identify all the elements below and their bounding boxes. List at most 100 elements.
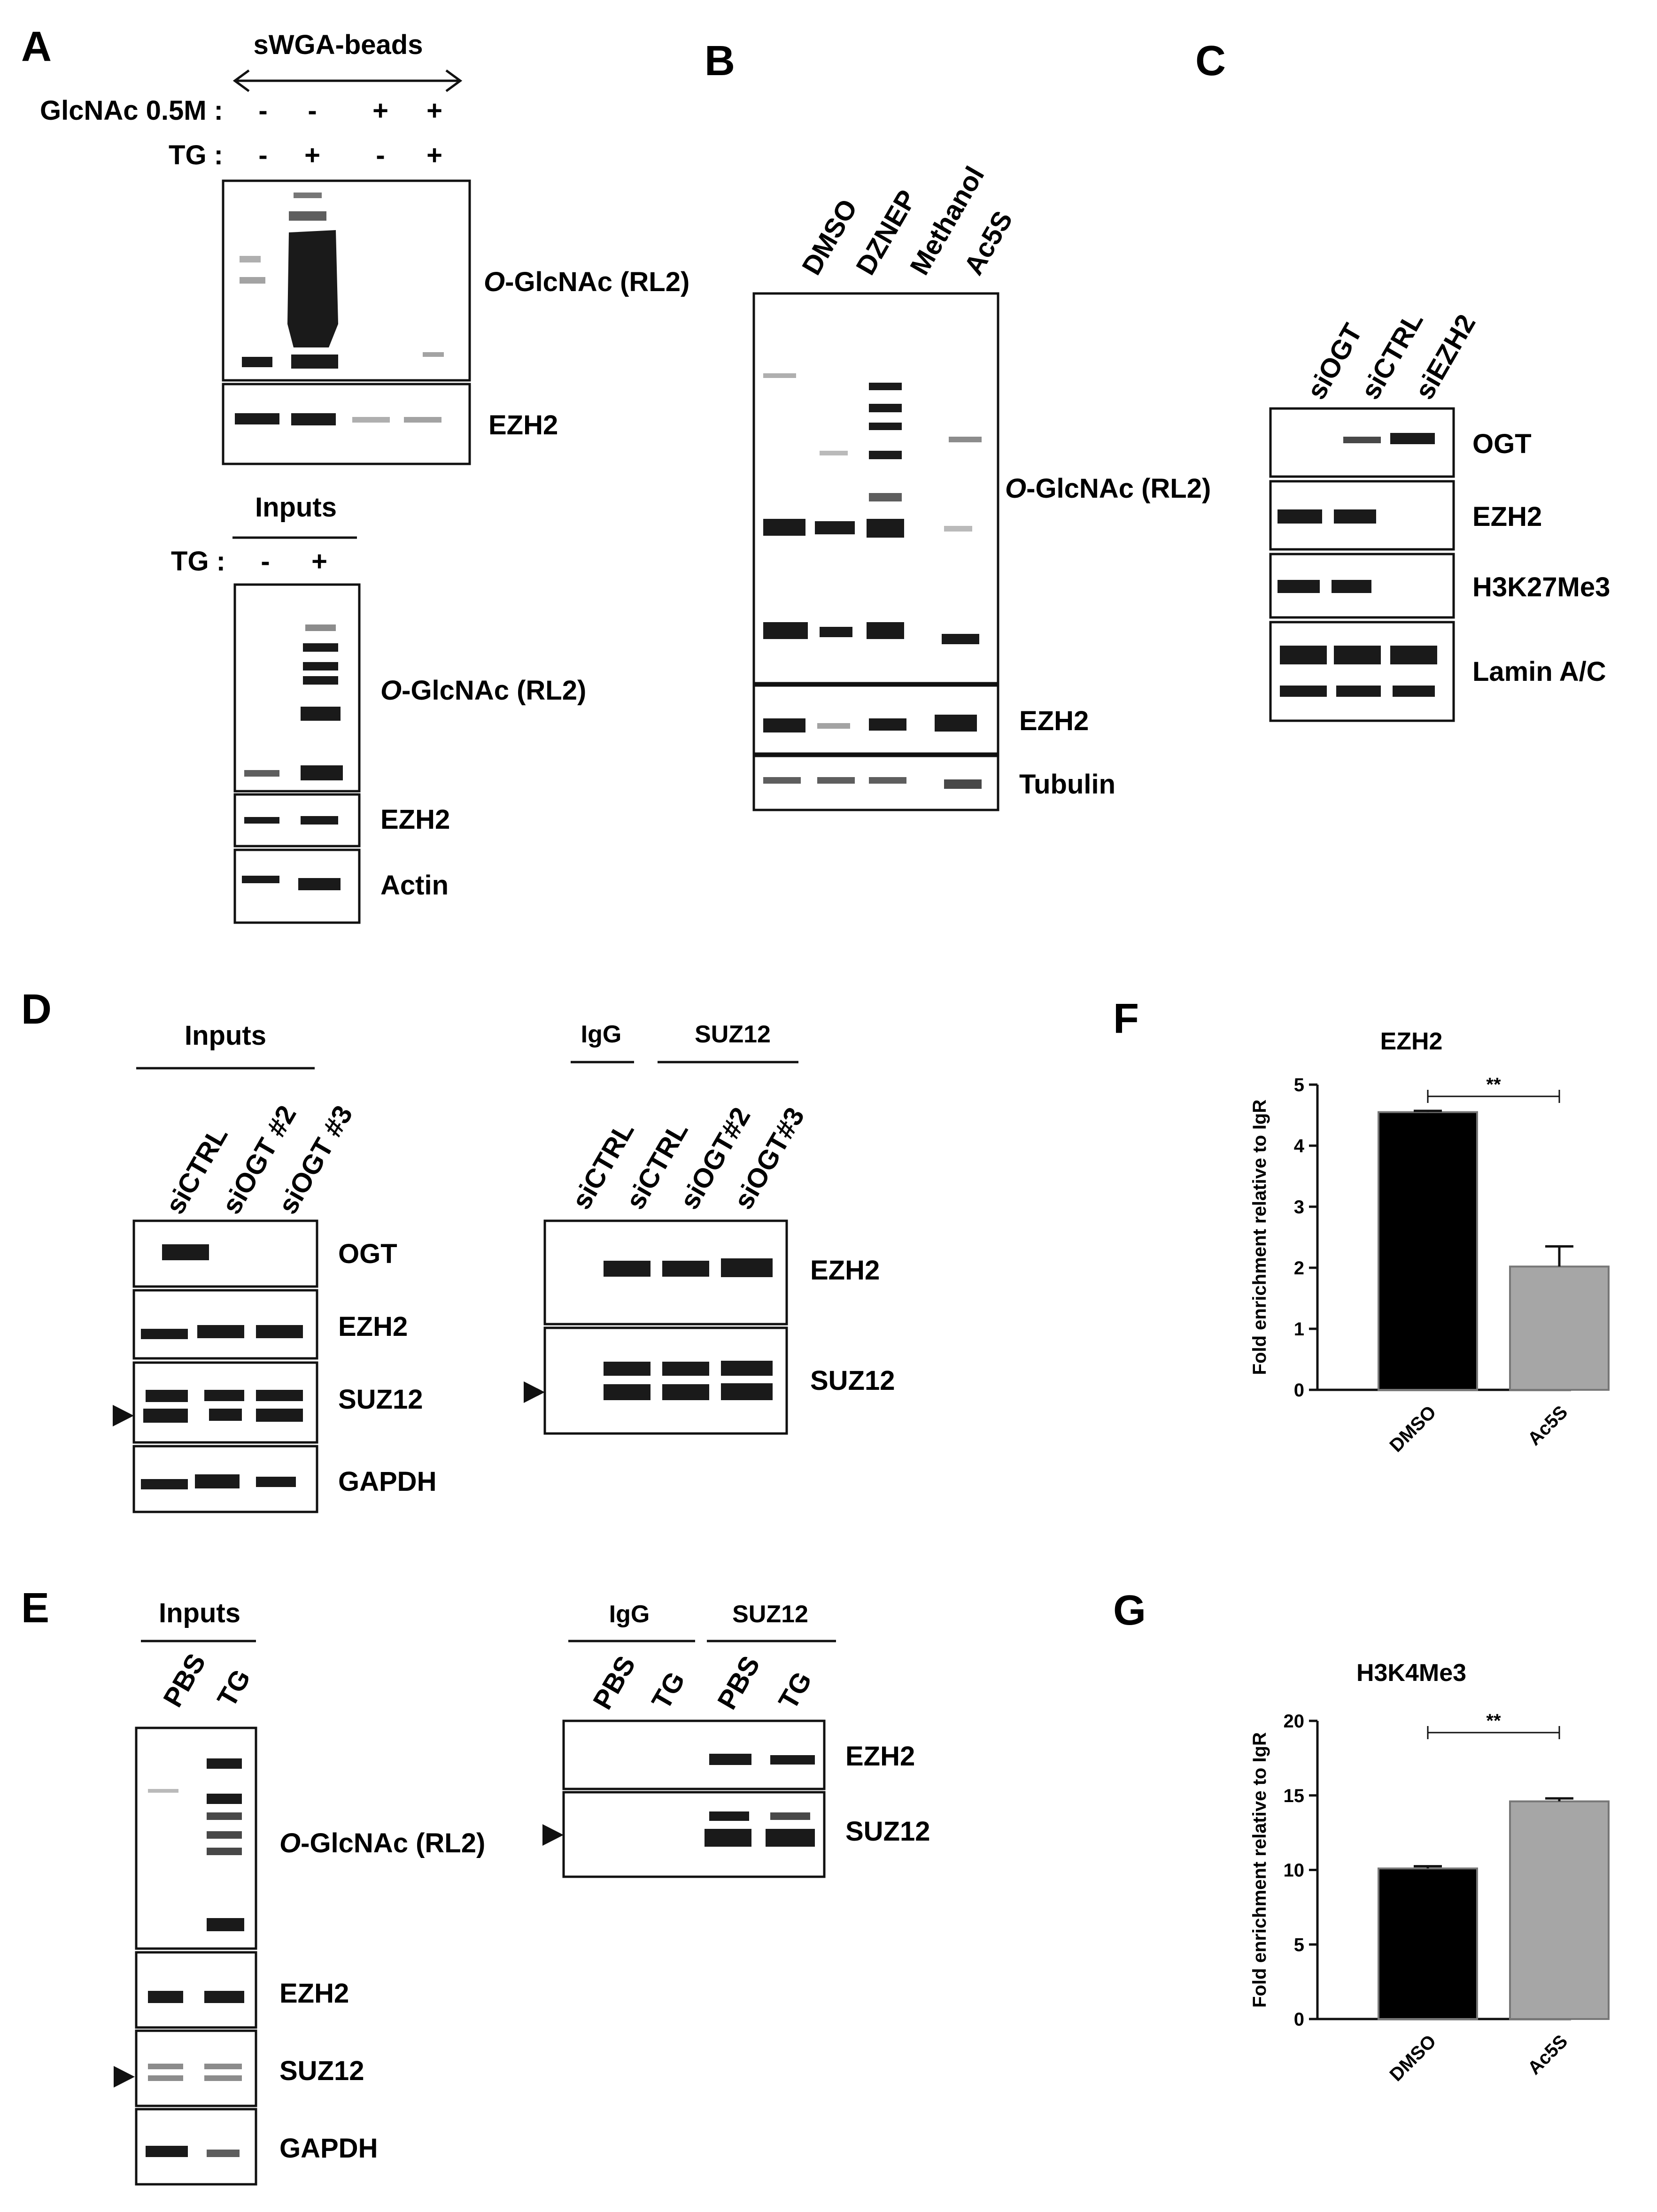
bar [1378, 1111, 1478, 1391]
glcnac-sign: + [372, 95, 388, 126]
blot-d-suz12 [132, 1361, 318, 1444]
label-d-ip-ezh2: EZH2 [810, 1255, 880, 1286]
y-tick-label: 1 [1294, 1319, 1304, 1340]
panel-label-f: F [1113, 995, 1139, 1042]
x-tick-label: DMSO [1386, 2031, 1440, 2085]
label-d-ezh2: EZH2 [338, 1311, 408, 1342]
label-b-ogl: O-GlcNAc (RL2) [1005, 473, 1211, 504]
blot-d-gapdh [132, 1445, 318, 1513]
chart-title: EZH2 [1380, 1028, 1443, 1055]
tg-sign: - [376, 140, 385, 170]
lane-label-e-ip: TG [646, 1666, 691, 1714]
blot-c-ezh2 [1269, 480, 1455, 551]
blot-d-ogt [132, 1219, 318, 1288]
ip-header-igg-e: IgG [609, 1601, 650, 1628]
panel-label-a: A [21, 23, 52, 70]
tg-sign: + [426, 140, 442, 170]
panel-label-e: E [21, 1585, 49, 1632]
glcnac-sign: - [258, 95, 267, 126]
blot-d-ip-suz12 [543, 1326, 788, 1435]
y-tick-label: 3 [1294, 1197, 1304, 1218]
label-a-inputs-actin: Actin [380, 870, 449, 901]
panel-label-c: C [1195, 38, 1226, 85]
inputs-tg-sign: - [261, 546, 270, 577]
label-e-suz12: SUZ12 [279, 2056, 364, 2086]
blot-e-ezh2 [135, 1951, 257, 2029]
glcnac-sign: + [426, 95, 442, 126]
blot-e-ip-ezh2 [562, 1719, 826, 1790]
label-d-suz12: SUZ12 [338, 1384, 423, 1415]
label-c-lamin: Lamin A/C [1472, 656, 1606, 687]
y-tick-label: 2 [1294, 1258, 1304, 1279]
blot-e-suz12 [135, 2029, 257, 2107]
ip-header-suz12-d: SUZ12 [695, 1021, 771, 1048]
label-e-ezh2: EZH2 [279, 1978, 349, 2009]
y-tick-label: 5 [1294, 1075, 1304, 1095]
panel-label-d: D [21, 986, 52, 1033]
label-e-gapdh: GAPDH [279, 2133, 378, 2164]
blot-b-ezh2 [752, 684, 999, 755]
lane-label-b: Ac5S [958, 206, 1019, 280]
blot-b-tubulin [752, 755, 999, 811]
blot-a-inputs-ogl [233, 583, 361, 793]
label-d-ogt: OGT [338, 1239, 397, 1269]
blot-c-h3k27me3 [1269, 553, 1455, 619]
blot-a-ezh2 [222, 383, 471, 465]
y-axis-label: Fold enrichment relative to IgR [1249, 1100, 1270, 1375]
beads-span-arrow [232, 69, 463, 92]
beads-label: sWGA-beads [254, 30, 423, 60]
y-tick-label: 0 [1294, 1380, 1304, 1401]
blot-c-ogt [1269, 407, 1455, 478]
lane-label-e: PBS [157, 1649, 212, 1712]
label-b-ezh2: EZH2 [1019, 706, 1089, 736]
y-tick-label: 10 [1284, 1860, 1305, 1881]
ip-header-igg-d: IgG [581, 1021, 622, 1048]
label-e-ip-suz12: SUZ12 [845, 1816, 930, 1847]
blot-e-ogl [135, 1726, 257, 1950]
lane-label-e-ip: TG [773, 1666, 818, 1714]
significance-label: ** [1486, 1711, 1501, 1731]
inputs-tg-sign: + [311, 546, 327, 577]
y-tick-label: 0 [1294, 2009, 1304, 2030]
inputs-tg-label: TG : [171, 546, 225, 577]
y-tick-label: 5 [1294, 1935, 1304, 1955]
bar [1378, 1867, 1478, 2020]
y-tick-label: 15 [1284, 1786, 1305, 1806]
lane-label-e: TG [211, 1664, 257, 1712]
bar [1509, 1800, 1610, 2020]
label-a-ezh2: EZH2 [488, 410, 558, 440]
blot-d-ezh2 [132, 1289, 318, 1360]
label-a-ogl: O-GlcNAc (RL2) [484, 267, 689, 297]
arrowhead-marker [524, 1381, 545, 1403]
ip-header-suz12-e: SUZ12 [732, 1601, 808, 1628]
label-c-ogt: OGT [1472, 429, 1532, 459]
label-e-ip-ezh2: EZH2 [845, 1741, 915, 1772]
y-tick-label: 4 [1294, 1136, 1305, 1156]
tg-sign: - [258, 140, 267, 170]
tg-sign: + [304, 140, 320, 170]
inputs-header-a: Inputs [255, 492, 337, 523]
panel-label-b: B [705, 38, 735, 85]
x-tick-label: Ac5S [1524, 2031, 1572, 2079]
lane-label-e-ip: PBS [712, 1651, 766, 1715]
bar [1509, 1265, 1610, 1391]
arrowhead-marker [542, 1824, 564, 1846]
label-e-ogl: O-GlcNAc (RL2) [279, 1828, 485, 1858]
blot-e-gapdh [135, 2108, 257, 2186]
label-d-ip-suz12: SUZ12 [810, 1365, 895, 1396]
blot-a-ogl [222, 179, 471, 382]
label-c-h3k27me3: H3K27Me3 [1472, 572, 1610, 602]
label-c-ezh2: EZH2 [1472, 501, 1542, 532]
label-a-inputs-ezh2: EZH2 [380, 804, 450, 835]
blot-a-inputs-ezh2 [233, 793, 361, 848]
glcnac-sign: - [308, 95, 317, 126]
x-tick-label: Ac5S [1524, 1402, 1572, 1449]
y-tick-label: 20 [1284, 1711, 1305, 1732]
inputs-header-d: Inputs [185, 1020, 266, 1051]
y-axis-label: Fold enrichment relative to IgR [1249, 1732, 1270, 2008]
panel-label-g: G [1113, 1587, 1146, 1634]
inputs-header-e: Inputs [159, 1598, 240, 1628]
label-b-tubulin: Tubulin [1019, 769, 1115, 800]
